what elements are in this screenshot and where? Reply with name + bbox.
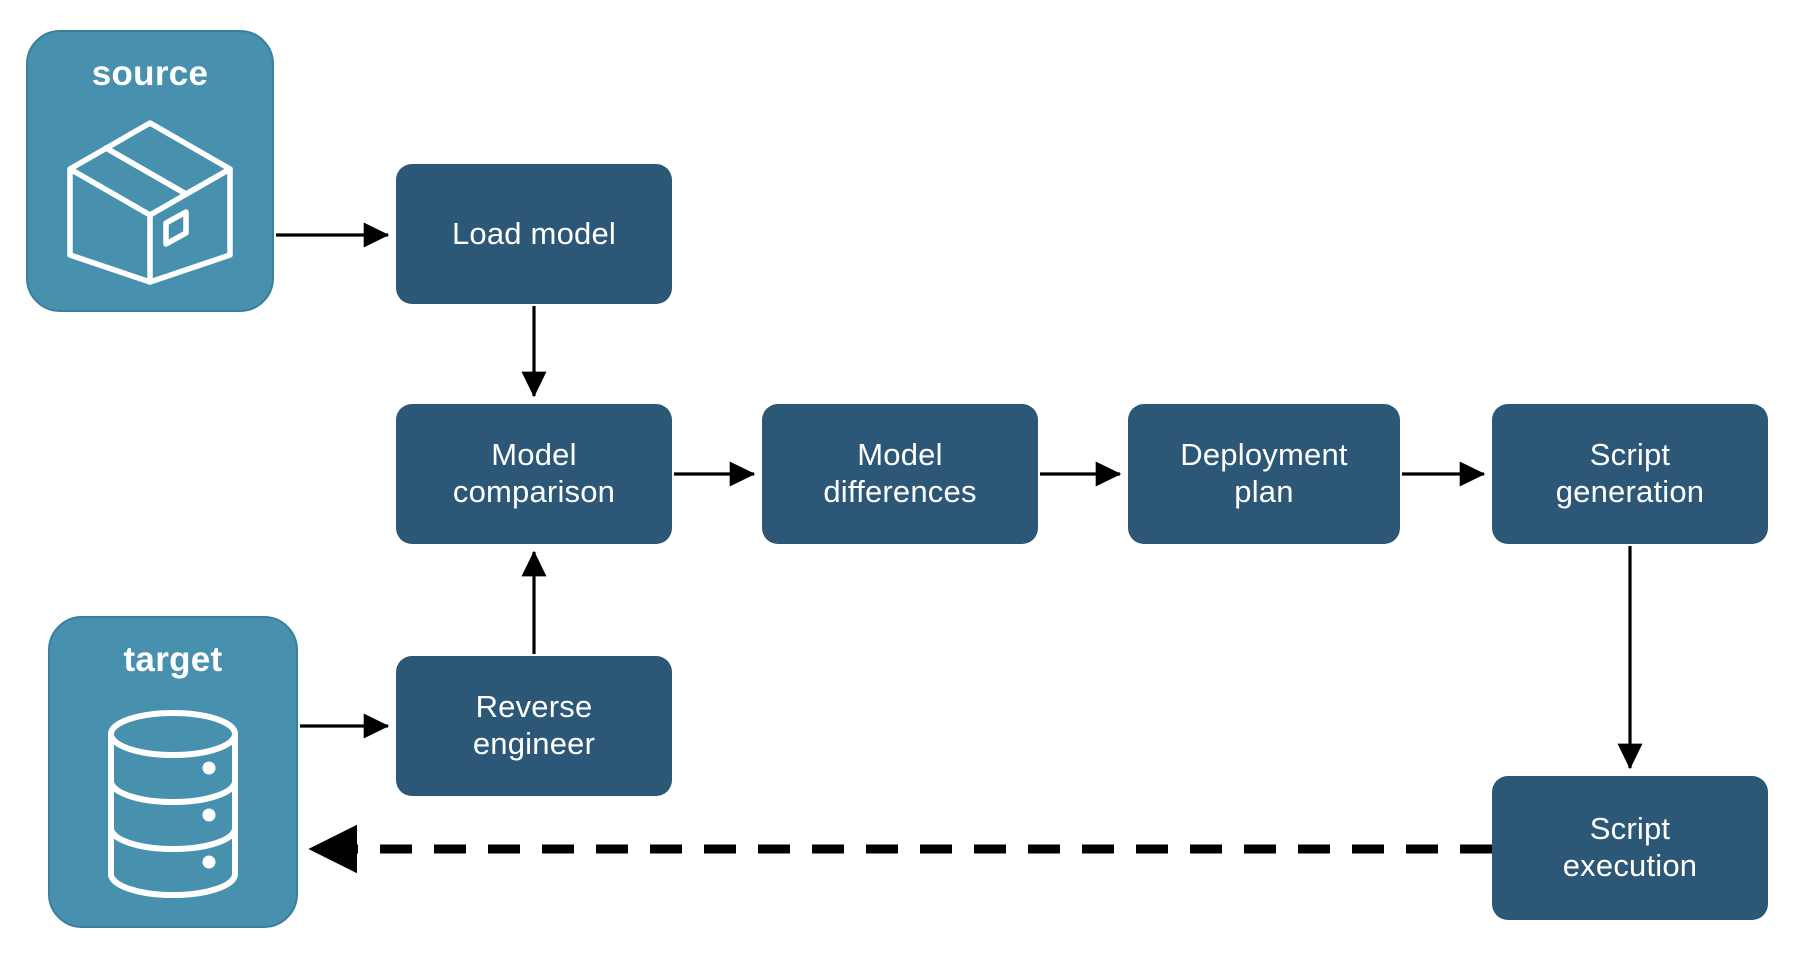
process-script-execution-label: Script execution [1562,811,1698,883]
process-model-comparison-label: Model comparison [452,437,616,509]
package-box-icon [28,94,272,310]
process-model-differences-label: Model differences [823,437,977,509]
process-script-execution[interactable]: Script execution [1492,776,1768,920]
process-load-model[interactable]: Load model [396,164,672,304]
process-deployment-plan[interactable]: Deployment plan [1128,404,1400,544]
process-load-model-label: Load model [451,215,616,251]
process-reverse-engineer-label: Reverse engineer [472,689,596,761]
endpoint-source[interactable]: source [26,30,274,312]
database-cylinder-icon [50,680,296,926]
process-model-differences[interactable]: Model differences [762,404,1038,544]
process-script-generation-label: Script generation [1555,437,1705,509]
endpoint-source-label: source [91,54,209,93]
endpoint-target-label: target [123,640,223,679]
process-deployment-plan-label: Deployment plan [1180,437,1348,509]
process-reverse-engineer[interactable]: Reverse engineer [396,656,672,796]
process-script-generation[interactable]: Script generation [1492,404,1768,544]
endpoint-target[interactable]: target [48,616,298,928]
process-model-comparison[interactable]: Model comparison [396,404,672,544]
